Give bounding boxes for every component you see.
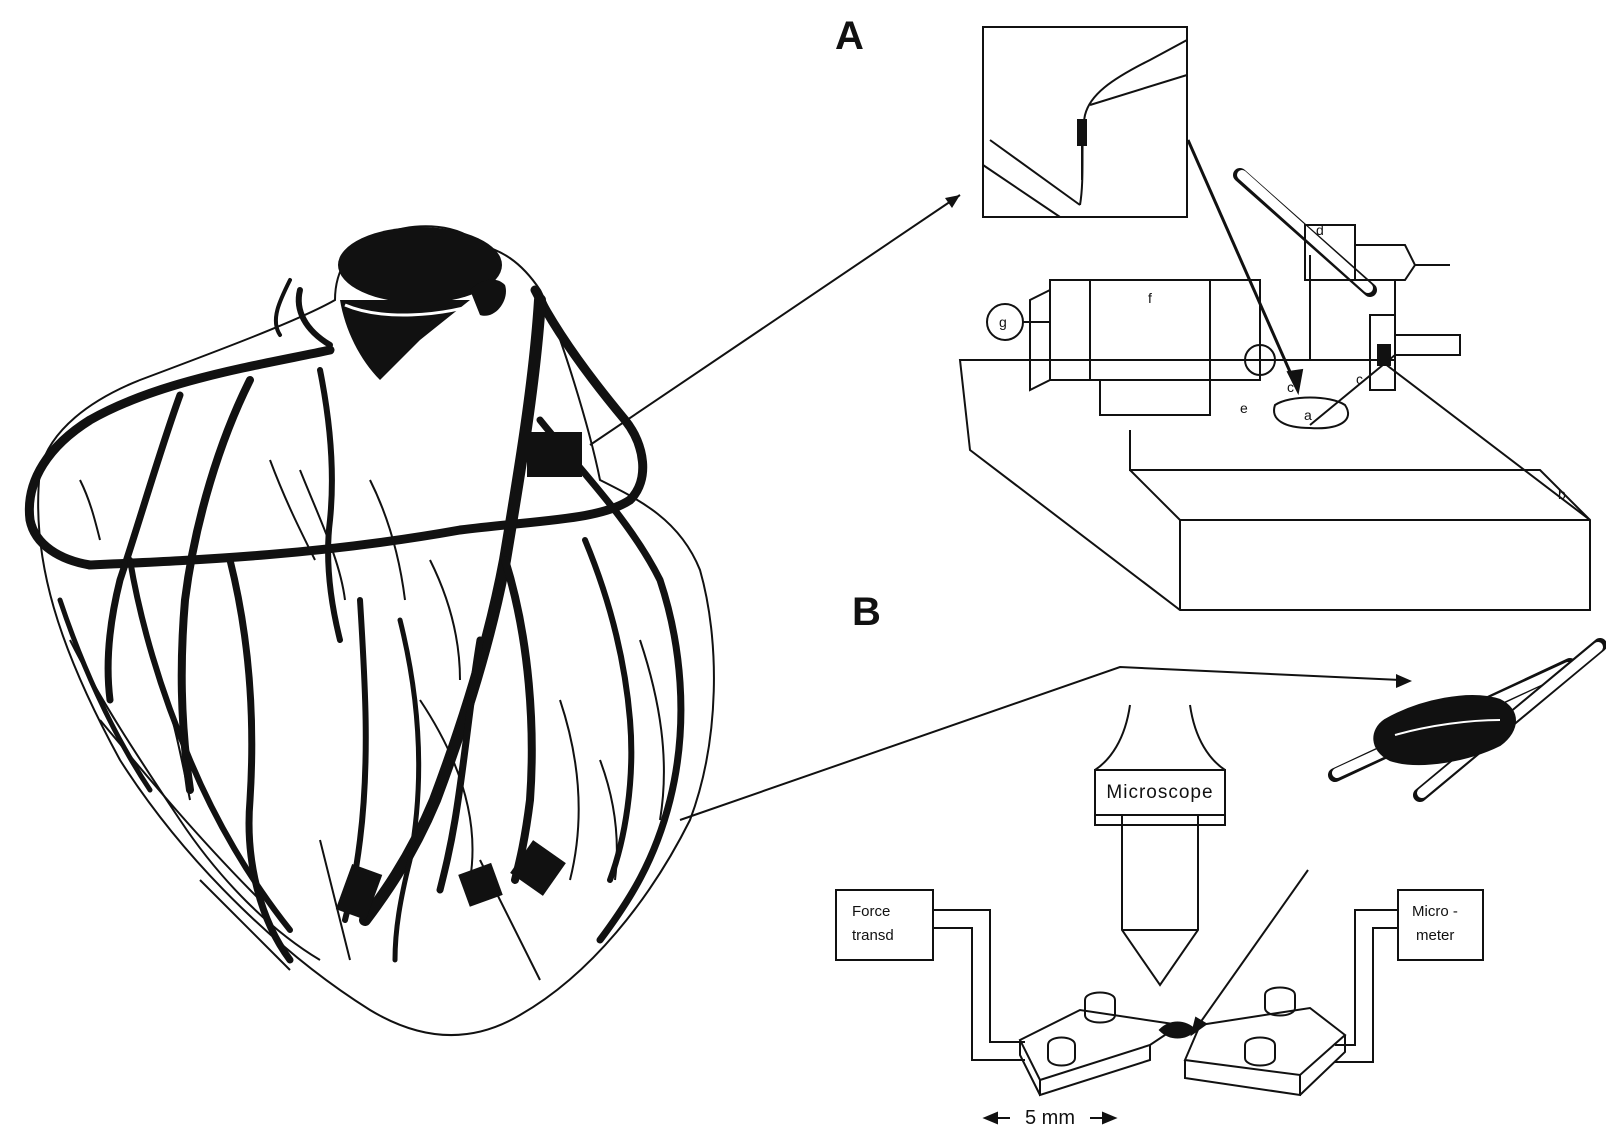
coronary-vessels	[29, 280, 681, 960]
stage-left-top	[1020, 1010, 1180, 1080]
cable-force-inner	[933, 928, 1025, 1060]
scale-label: 5 mm	[1025, 1107, 1075, 1128]
label-d: d	[1316, 222, 1324, 238]
electrode-block-1	[527, 432, 582, 477]
specimen	[1160, 1023, 1195, 1038]
microscope-label: Microscope	[1106, 782, 1213, 803]
electrode-block-3	[458, 863, 503, 907]
micrometer-label-line2: meter	[1416, 927, 1454, 944]
apparatus-a-labels: a b c c d e f g	[999, 222, 1566, 502]
microscope-eyepiece	[1095, 705, 1225, 825]
cable-force-outer	[933, 910, 1025, 1042]
manipulator-tip	[1355, 245, 1415, 280]
base-plate-edge	[1130, 430, 1590, 520]
inset-diagonal-2	[1080, 40, 1187, 205]
label-a: a	[1304, 407, 1312, 423]
microscope-objective	[1122, 815, 1198, 985]
label-f: f	[1148, 290, 1152, 306]
apparatus-a	[960, 27, 1590, 610]
stage-left-front	[1020, 1040, 1040, 1095]
label-g: g	[999, 314, 1007, 330]
leader-line-a	[590, 195, 960, 445]
prep-muscle	[1374, 696, 1515, 764]
stage-arrow	[1195, 870, 1308, 1030]
leader-arrowhead-b	[1396, 674, 1412, 688]
scale-arrow-right	[1103, 1113, 1115, 1123]
micrometer-box	[1398, 890, 1483, 960]
scale-arrow-left	[985, 1113, 997, 1123]
stage-right-side	[1185, 1060, 1300, 1095]
label-b: b	[1558, 486, 1566, 502]
base-plate-top	[960, 360, 1590, 610]
force-transducer-box	[836, 890, 933, 960]
clamp-arm	[1395, 335, 1460, 355]
micrometer-label-line1: Micro -	[1412, 903, 1458, 920]
leader-arrowhead-a	[945, 195, 960, 208]
heart-illustration	[29, 226, 714, 1035]
clamp-inner	[1378, 345, 1390, 365]
cable-micro-outer	[1335, 910, 1398, 1045]
inset-diagonal-3	[1090, 75, 1187, 105]
label-e: e	[1240, 400, 1248, 416]
leader-line-b	[680, 667, 1400, 820]
force-transducer-label-line2: transd	[852, 927, 894, 944]
inset-diagonal-1	[983, 140, 1080, 217]
slide-guide	[1100, 380, 1210, 415]
apparatus-b	[836, 645, 1600, 1123]
stage-left-side	[1040, 1045, 1150, 1095]
base-plate-front	[1130, 470, 1590, 520]
slide-block-side	[1030, 290, 1050, 390]
slide-block-f	[1050, 280, 1260, 380]
label-c-left: c	[1287, 379, 1294, 395]
apparatus-b-labels: Microscope Force transd Micro - meter 5 …	[852, 782, 1458, 1128]
force-transducer-label-line1: Force	[852, 903, 890, 920]
inset-sample	[1078, 120, 1086, 145]
label-c-right: c	[1356, 371, 1363, 387]
